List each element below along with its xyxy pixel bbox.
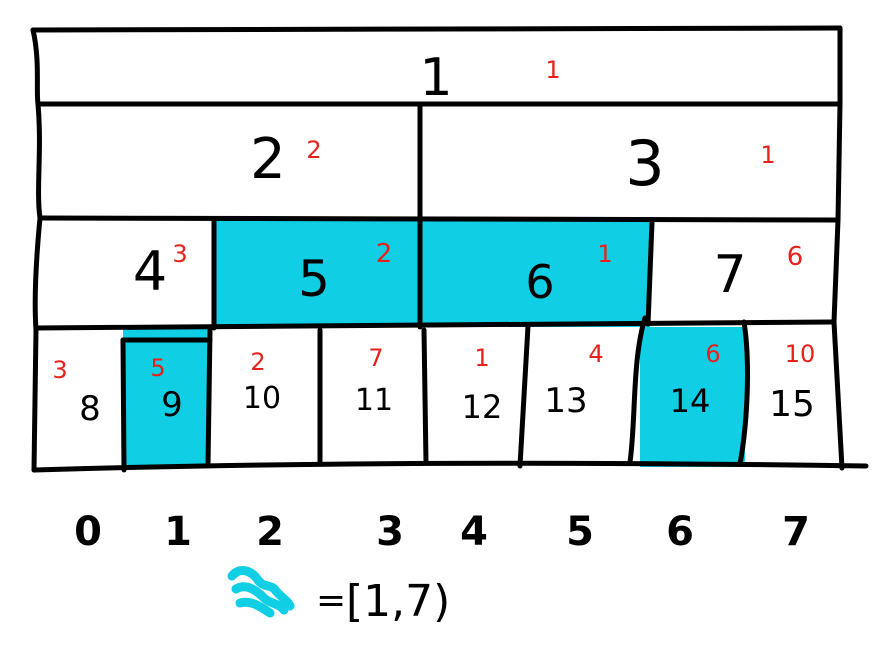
count-label-10: 2 — [250, 348, 265, 376]
leaf-index-0: 0 — [74, 509, 102, 555]
tree-grid-lines — [30, 25, 869, 473]
node-label-9: 9 — [161, 385, 183, 425]
node-label-6: 6 — [525, 255, 554, 309]
count-label-1: 1 — [545, 56, 560, 84]
highlight-cell-14 — [640, 327, 745, 467]
highlight-swatch — [227, 566, 295, 618]
legend: = [1,7) — [227, 566, 450, 627]
count-label-9: 5 — [150, 354, 165, 382]
grid-line — [37, 215, 839, 223]
node-label-7: 7 — [713, 245, 746, 305]
leaf-index-2: 2 — [256, 509, 284, 555]
grid-line — [120, 337, 127, 473]
count-label-2: 2 — [306, 136, 321, 164]
grid-line — [30, 25, 843, 33]
count-label-6: 1 — [597, 240, 612, 268]
count-label-3: 1 — [760, 141, 775, 169]
count-label-12: 1 — [474, 344, 489, 372]
node-label-8: 8 — [79, 389, 101, 429]
grid-line — [33, 319, 835, 331]
leaf-index-row: 0 1 2 3 4 5 6 7 — [74, 509, 810, 555]
grid-line — [645, 219, 655, 327]
node-label-15: 15 — [769, 384, 815, 425]
node-label-14: 14 — [670, 382, 711, 420]
grid-line — [517, 323, 531, 469]
legend-range: [1,7) — [346, 576, 450, 627]
legend-equals: = — [316, 580, 346, 621]
count-label-5: 2 — [376, 239, 393, 269]
highlight-cell-5 — [214, 218, 420, 327]
grid-line — [31, 460, 869, 473]
count-label-4: 3 — [172, 240, 187, 268]
grid-line — [627, 315, 648, 465]
node-label-4: 4 — [133, 240, 167, 303]
grid-line — [421, 327, 429, 466]
count-label-14: 6 — [705, 340, 720, 368]
node-label-12: 12 — [462, 388, 503, 426]
node-label-11: 11 — [355, 383, 393, 418]
leaf-index-3: 3 — [376, 509, 404, 555]
node-label-2: 2 — [250, 127, 286, 192]
grid-line — [30, 27, 43, 473]
leaf-index-1: 1 — [164, 509, 192, 555]
node-label-5: 5 — [298, 250, 330, 308]
highlight-cell-6 — [420, 218, 650, 327]
leaf-index-6: 6 — [666, 509, 694, 555]
highlight-fills — [123, 218, 745, 467]
grid-line — [831, 25, 845, 471]
count-label-11: 7 — [368, 344, 383, 372]
node-label-10: 10 — [243, 381, 281, 416]
grid-line — [205, 327, 213, 468]
node-label-13: 13 — [544, 381, 587, 421]
node-label-3: 3 — [625, 127, 664, 200]
leaf-index-5: 5 — [566, 509, 594, 555]
leaf-index-7: 7 — [782, 509, 810, 555]
count-label-7: 6 — [787, 242, 804, 272]
count-label-13: 4 — [588, 340, 603, 368]
leaf-index-4: 4 — [460, 509, 488, 555]
node-label-1: 1 — [419, 48, 452, 108]
count-label-8: 3 — [52, 356, 67, 384]
highlight-cell-9 — [123, 327, 210, 467]
grid-line — [737, 319, 750, 467]
count-label-15: 10 — [785, 340, 816, 368]
